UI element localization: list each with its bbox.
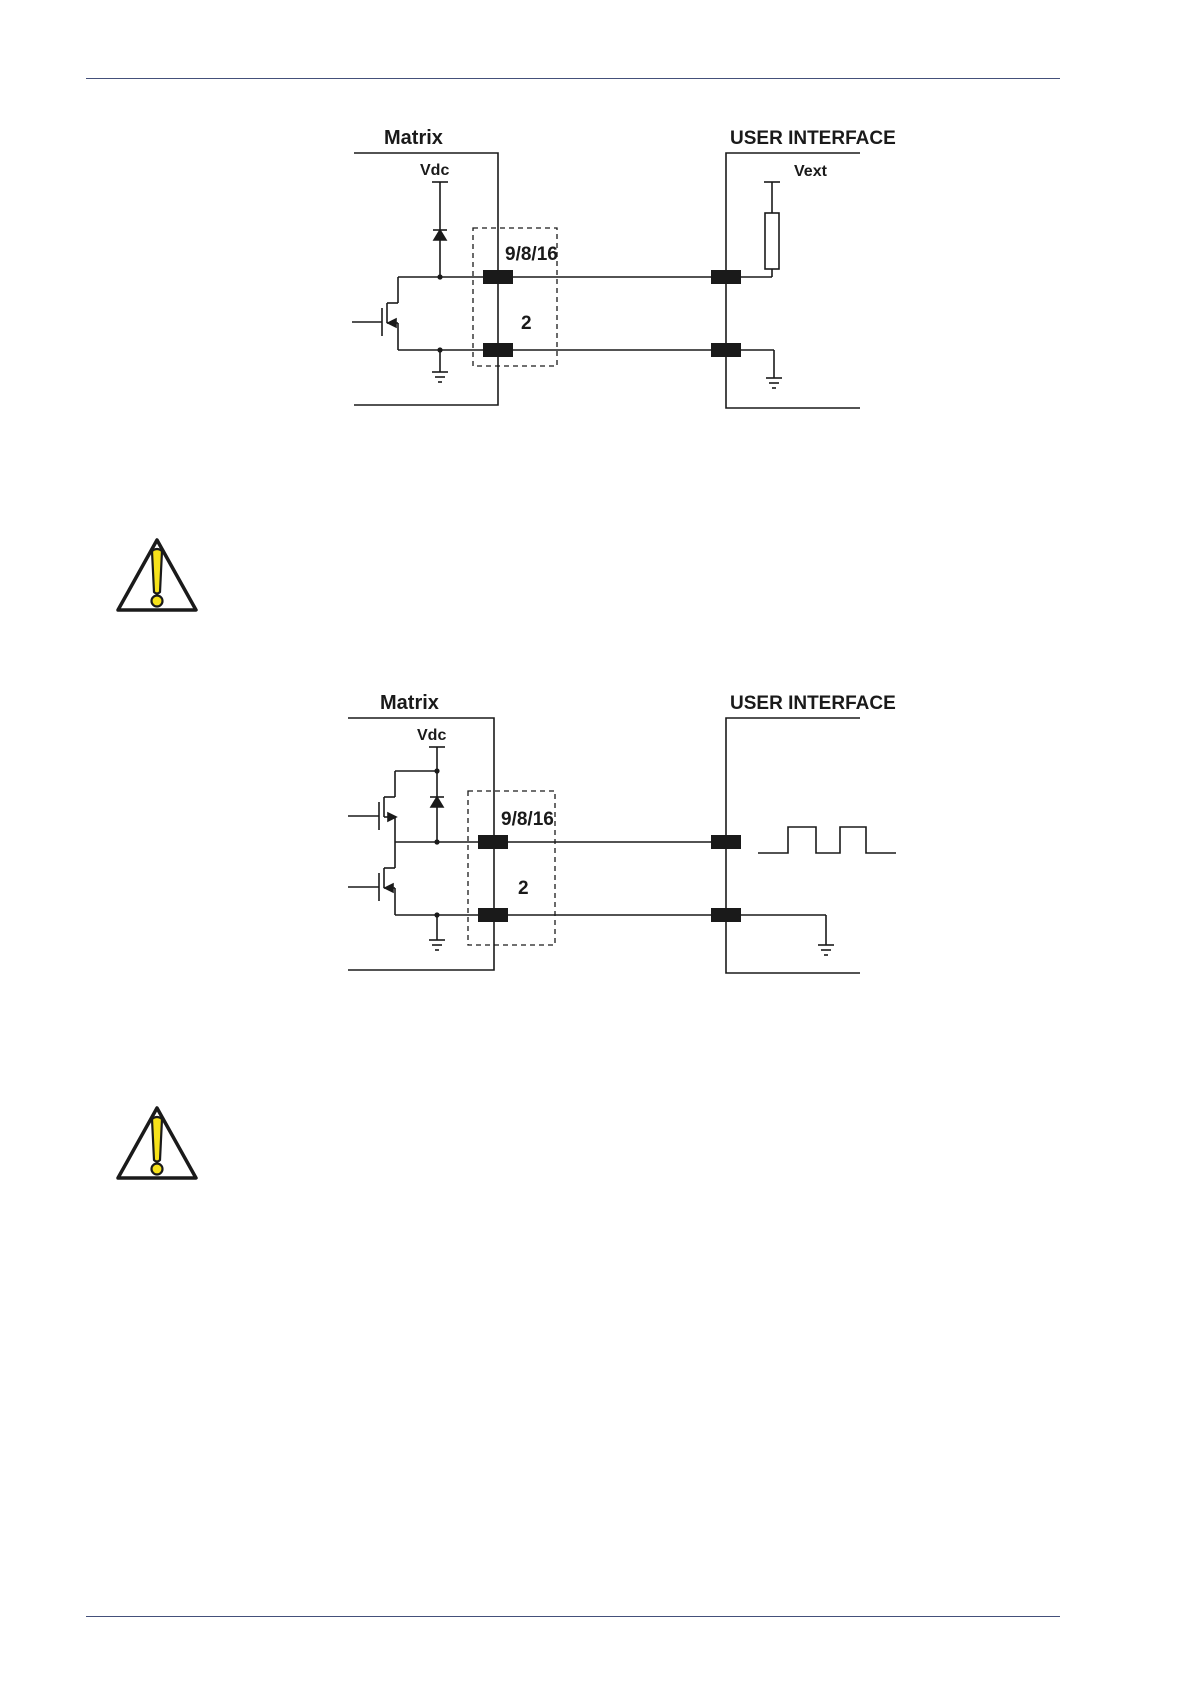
pin-top-label: 9/8/16	[505, 244, 558, 265]
vdc-label: Vdc	[417, 727, 446, 744]
output-wiring-diagram-1: Matrix USER INTERFACE Vdc Vext 9/8/16 2	[340, 120, 960, 420]
pin-bottom-label: 2	[521, 313, 532, 334]
vext-label: Vext	[794, 163, 828, 180]
pin-top-label: 9/8/16	[501, 809, 554, 830]
pin-bottom-label: 2	[518, 878, 529, 899]
matrix-label: Matrix	[380, 692, 439, 714]
user-interface-label: USER INTERFACE	[730, 128, 896, 149]
vdc-label: Vdc	[420, 162, 449, 179]
header-rule	[86, 78, 1060, 79]
user-interface-label: USER INTERFACE	[730, 693, 896, 714]
matrix-label: Matrix	[384, 127, 443, 149]
footer-rule	[86, 1616, 1060, 1617]
output-wiring-diagram-2: Matrix USER INTERFACE Vdc 9/8/16 2	[340, 685, 960, 985]
caution-triangle-icon	[114, 1104, 200, 1184]
caution-triangle-icon	[114, 536, 200, 616]
